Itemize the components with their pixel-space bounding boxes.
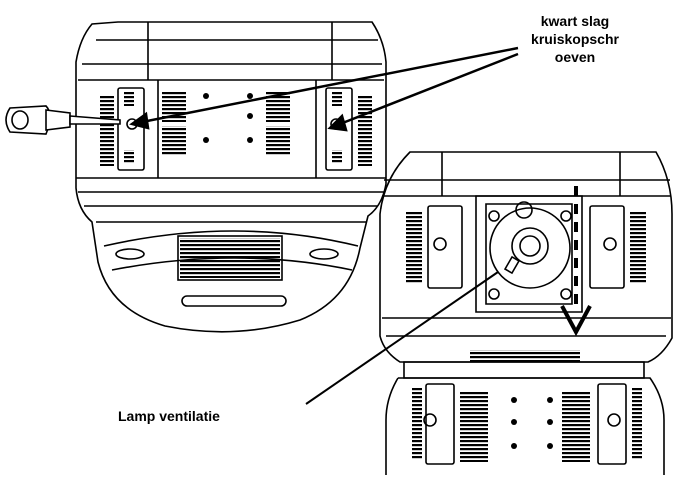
screws-label: kwart slag kruiskopschr oeven	[500, 12, 650, 66]
right-fixture-vents	[406, 212, 646, 462]
screw-leader-lines	[129, 46, 519, 132]
screws-label-line2: kruiskopschr	[531, 31, 619, 47]
left-fixture-screws	[126, 118, 342, 130]
lamp-ventilation-label: Lamp ventilatie	[118, 408, 220, 424]
right-fixture-dots	[511, 397, 553, 449]
screws-label-line3: oeven	[554, 49, 596, 65]
screws-label-line1: kwart slag	[540, 13, 610, 29]
left-fixture-dots	[203, 93, 253, 143]
right-fixture-screws	[423, 237, 621, 427]
right-fixture	[379, 151, 673, 475]
right-middle-grille	[470, 350, 580, 364]
left-fixture	[75, 21, 387, 333]
removal-direction-arrow	[560, 186, 592, 337]
lamp-vent-leader-line	[305, 271, 499, 405]
screwdriver-icon	[5, 105, 121, 135]
left-bottom-grille	[180, 238, 280, 278]
